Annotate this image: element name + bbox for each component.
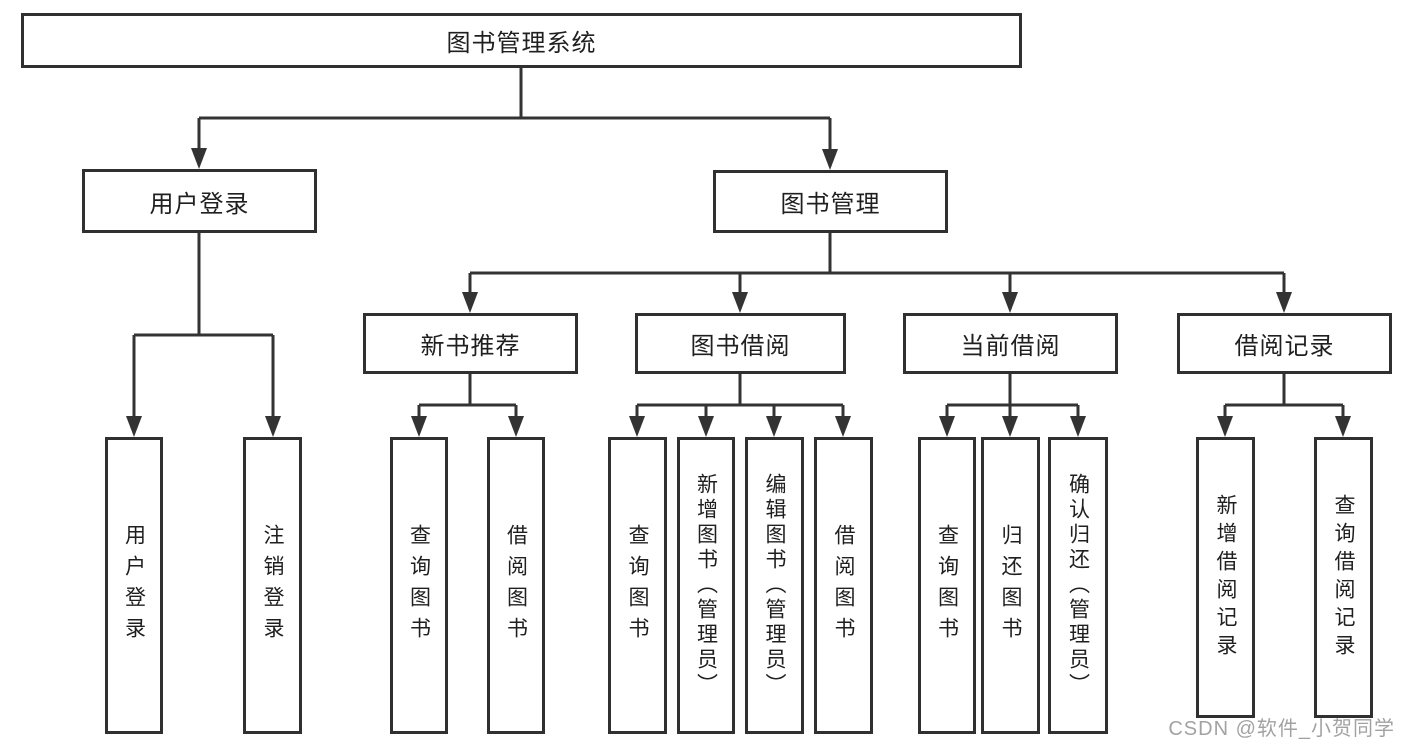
- node-user-login: 用户登录: [82, 169, 317, 233]
- node-query-books-borrow-leaf-label: 查询图书: [626, 523, 649, 648]
- node-borrowing-records-label: 借阅记录: [1234, 333, 1335, 360]
- node-root: 图书管理系统: [21, 13, 1022, 68]
- watermark: CSDN @软件_小贺同学: [1168, 718, 1395, 740]
- node-borrow-books-leaf: 借阅图书: [814, 437, 873, 734]
- node-current-borrowing: 当前借阅: [903, 313, 1118, 374]
- node-return-books-leaf-label: 归还图书: [999, 523, 1022, 648]
- node-user-login-label: 用户登录: [149, 190, 250, 218]
- node-new-book-recommendation-label: 新书推荐: [420, 333, 521, 360]
- node-confirm-return-admin-leaf: 确认归还（管理员）: [1048, 437, 1108, 734]
- node-query-books-borrow-leaf: 查询图书: [608, 437, 667, 734]
- node-book-management-label: 图书管理: [780, 191, 881, 218]
- node-query-books-recommend-leaf-label: 查询图书: [407, 523, 431, 648]
- node-book-borrowing-label: 图书借阅: [690, 333, 791, 360]
- node-add-books-admin-leaf: 新增图书（管理员）: [677, 437, 735, 734]
- node-edit-books-admin-leaf-label: 编辑图书（管理员）: [763, 473, 786, 698]
- node-query-books-recommend-leaf: 查询图书: [390, 437, 448, 734]
- node-borrow-books-recommend-leaf: 借阅图书: [487, 437, 545, 734]
- node-book-management: 图书管理: [713, 170, 948, 233]
- node-borrowing-records: 借阅记录: [1177, 313, 1392, 374]
- node-query-books-current-leaf-label: 查询图书: [935, 523, 959, 648]
- node-root-label: 图书管理系统: [446, 30, 597, 57]
- node-current-borrowing-label: 当前借阅: [960, 333, 1061, 360]
- node-add-books-admin-leaf-label: 新增图书（管理员）: [694, 473, 718, 698]
- node-query-books-current-leaf: 查询图书: [918, 437, 976, 734]
- node-return-books-leaf: 归还图书: [981, 437, 1040, 734]
- node-edit-books-admin-leaf: 编辑图书（管理员）: [745, 437, 804, 734]
- node-query-borrow-record-leaf: 查询借阅记录: [1314, 437, 1373, 718]
- node-logout-leaf-label: 注销登录: [261, 523, 284, 648]
- node-logout-leaf: 注销登录: [243, 437, 302, 734]
- node-user-login-leaf-label: 用户登录: [122, 523, 146, 648]
- node-new-book-recommendation: 新书推荐: [363, 313, 578, 374]
- node-user-login-leaf: 用户登录: [105, 437, 163, 734]
- node-query-borrow-record-leaf-label: 查询借阅记录: [1332, 493, 1355, 662]
- node-borrow-books-recommend-leaf-label: 借阅图书: [504, 523, 528, 648]
- node-confirm-return-admin-leaf-label: 确认归还（管理员）: [1066, 473, 1090, 698]
- node-add-borrow-record-leaf-label: 新增借阅记录: [1214, 493, 1237, 662]
- node-add-borrow-record-leaf: 新增借阅记录: [1196, 437, 1255, 718]
- node-borrow-books-leaf-label: 借阅图书: [832, 523, 855, 648]
- node-book-borrowing: 图书借阅: [635, 313, 846, 374]
